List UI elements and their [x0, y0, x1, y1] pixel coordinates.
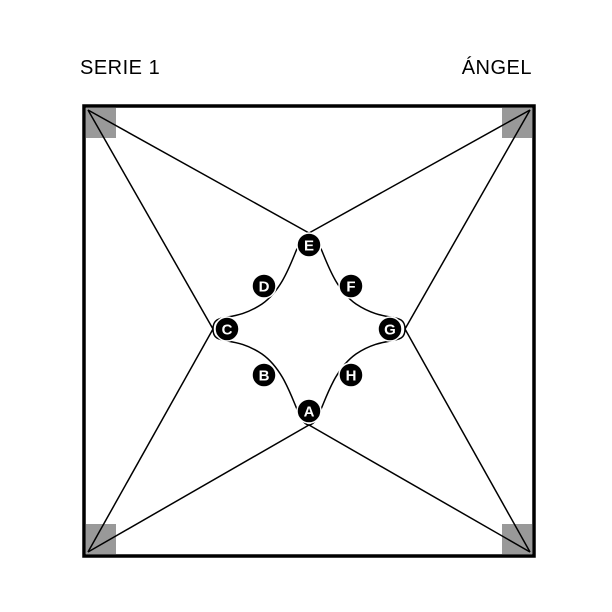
marker-h: H — [338, 362, 364, 388]
string-tl-c — [87, 109, 214, 330]
marker-d-circle — [251, 273, 277, 299]
marker-d: D — [251, 273, 277, 299]
marker-e-label: E — [304, 238, 314, 255]
marker-f-circle — [338, 273, 364, 299]
frame-border — [82, 104, 536, 558]
marker-h-label: H — [346, 368, 357, 385]
marker-c-circle — [214, 316, 240, 342]
marker-c: C — [214, 316, 240, 342]
string-bl-a — [87, 424, 310, 553]
marker-e-circle — [296, 232, 322, 258]
marker-d-label: D — [259, 279, 270, 296]
string-lines — [87, 109, 531, 553]
string-br-a — [308, 424, 531, 553]
marker-a-circle — [296, 398, 322, 424]
marker-h-circle — [338, 362, 364, 388]
marker-f-label: F — [346, 279, 355, 296]
marker-a-label: A — [304, 404, 315, 421]
marker-f: F — [338, 273, 364, 299]
string-tr-g — [404, 109, 531, 330]
marker-a: A — [296, 398, 322, 424]
marker-b-circle — [251, 362, 277, 388]
marker-e: E — [296, 232, 322, 258]
marker-b: B — [251, 362, 277, 388]
series-label: SERIE 1 — [80, 57, 161, 79]
string-tr-e — [308, 109, 531, 234]
string-tl-e — [87, 109, 310, 234]
string-bl-c — [87, 328, 214, 553]
marker-c-label: C — [222, 322, 233, 339]
name-label: ÁNGEL — [461, 57, 532, 79]
marker-b-label: B — [259, 368, 270, 385]
string-loop — [212, 232, 406, 426]
string-br-g — [404, 328, 531, 553]
marker-g: G — [377, 316, 403, 342]
marker-g-circle — [377, 316, 403, 342]
marker-g-label: G — [384, 322, 396, 339]
